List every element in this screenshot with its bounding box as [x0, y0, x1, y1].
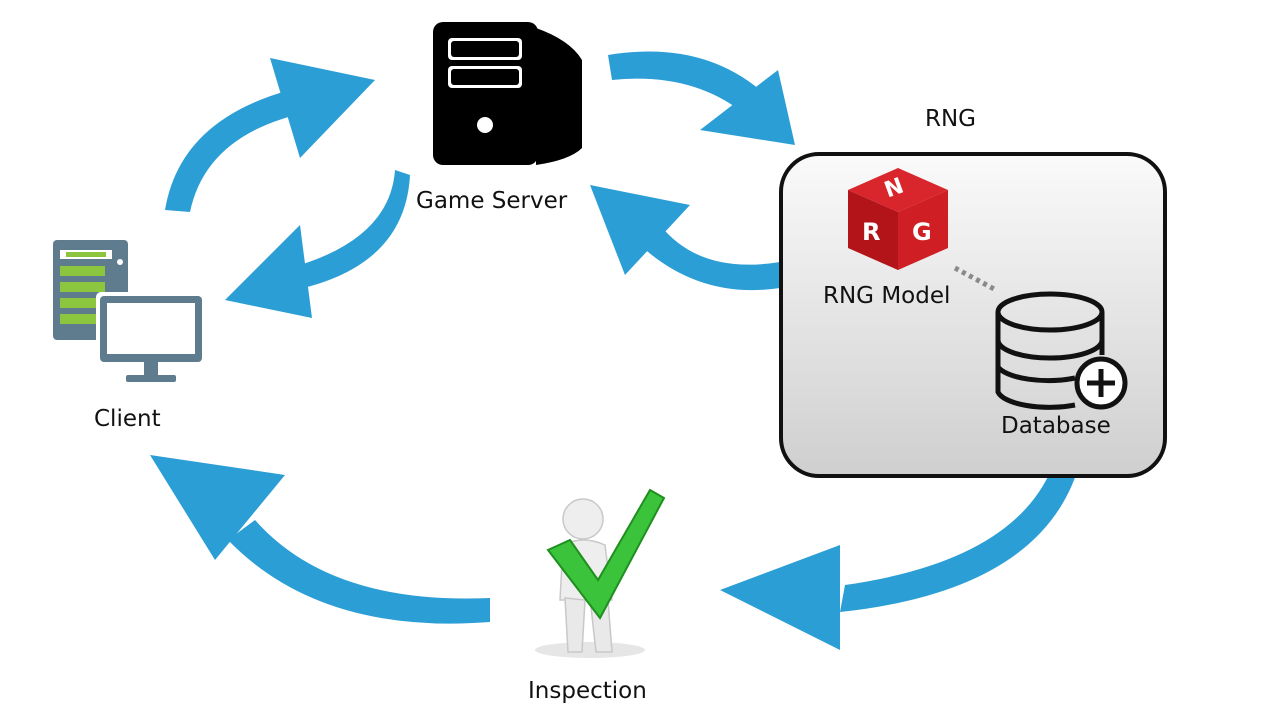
arrow-rng-to-server [590, 185, 780, 291]
add-circle-icon [1074, 356, 1128, 410]
rng-cube-icon [848, 168, 948, 270]
inspection-label: Inspection [528, 678, 647, 704]
cube-letter-g: G [912, 218, 932, 246]
rng-group-label: RNG [925, 106, 977, 132]
client-label: Client [94, 406, 161, 432]
arrow-database-to-inspection [720, 460, 1080, 650]
database-label: Database [1001, 413, 1111, 439]
checkmark-icon [546, 488, 666, 620]
rng-model-label: RNG Model [823, 283, 951, 309]
client-computer-icon [53, 240, 206, 382]
game-server-label: Game Server [416, 188, 568, 214]
arrow-inspection-to-client [150, 455, 490, 624]
cube-letter-r: R [862, 218, 881, 246]
arrow-server-to-rng [608, 51, 795, 145]
arrow-client-to-server [165, 58, 375, 212]
database-icon [995, 291, 1105, 410]
arrow-server-to-client [225, 170, 410, 318]
server-icon [433, 22, 582, 165]
